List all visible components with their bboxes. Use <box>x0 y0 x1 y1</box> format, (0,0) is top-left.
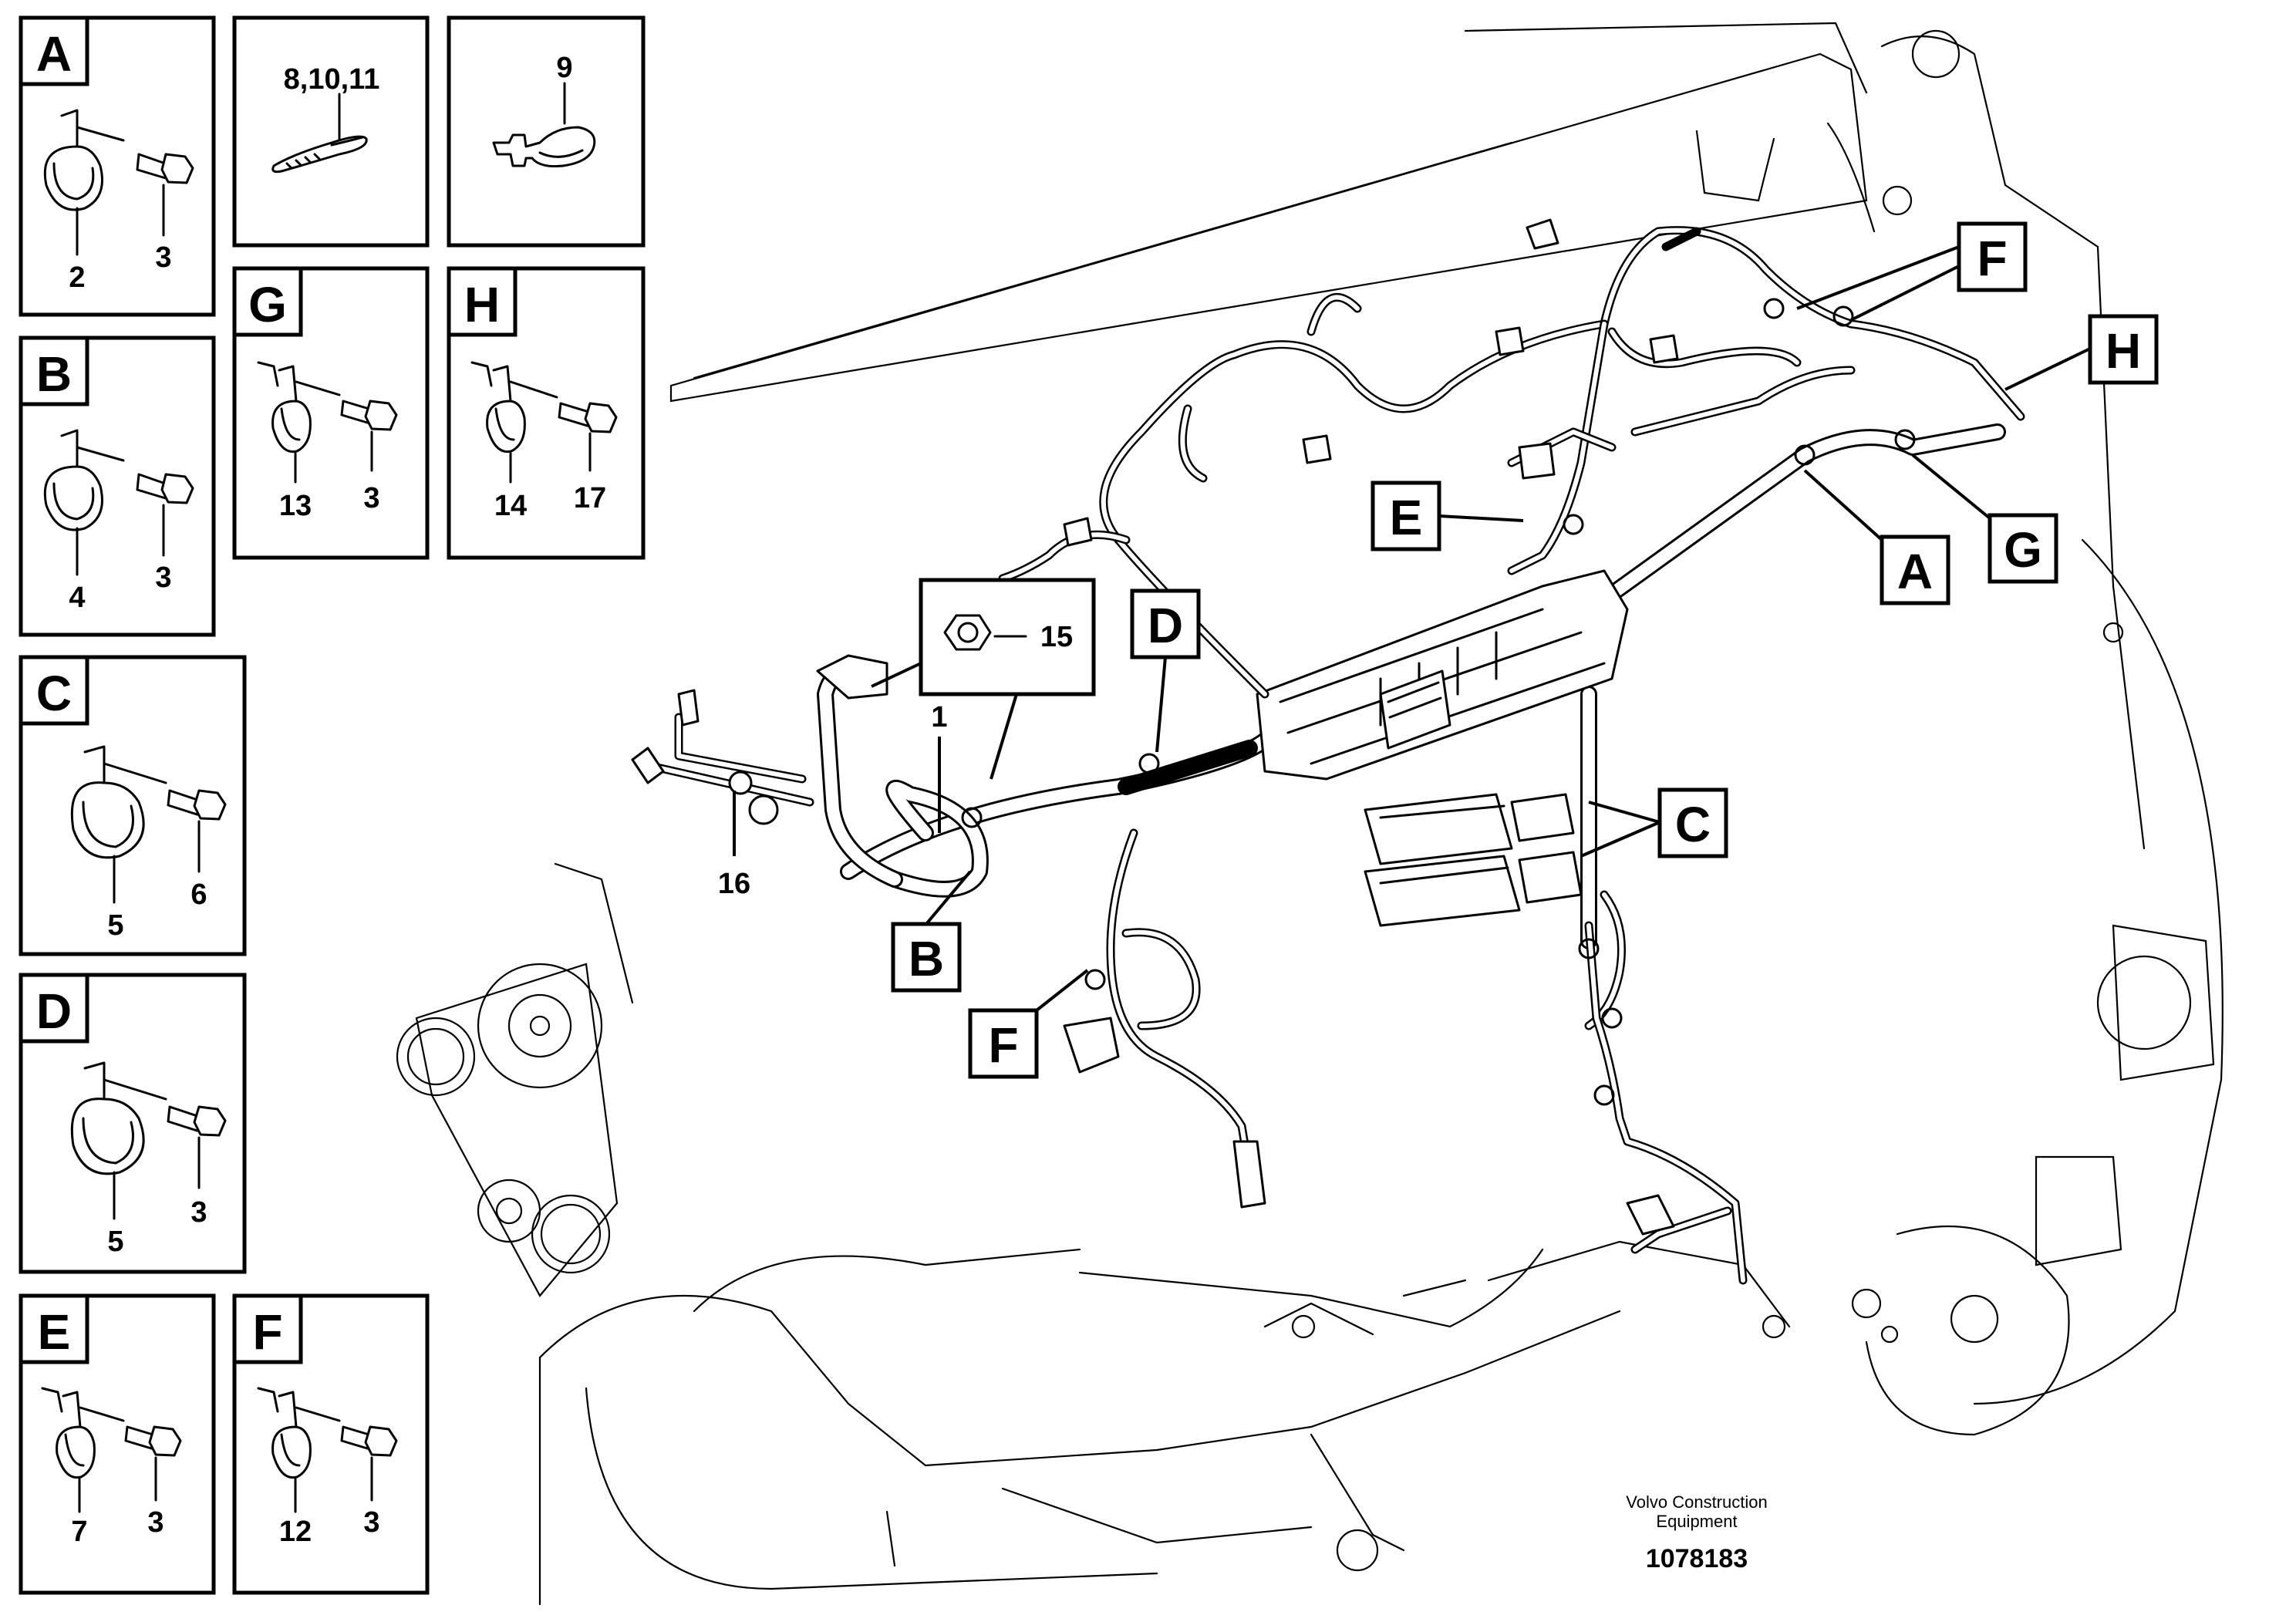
detail-box-d: D 5 3 <box>19 973 247 1274</box>
callout-tag-g: G <box>1911 454 2058 584</box>
detail-box-e: E 7 3 <box>19 1293 216 1595</box>
callout-bracket-16: 16 <box>718 791 750 900</box>
part-number: 3 <box>147 1506 164 1539</box>
clamp-icon <box>43 109 125 211</box>
detail-box-c: C 5 6 <box>19 655 247 956</box>
svg-text:F: F <box>1977 231 2007 286</box>
svg-text:G: G <box>2004 522 2042 578</box>
cable-tie-icon <box>271 135 368 174</box>
ecu-housing <box>1256 569 1629 781</box>
part-number: 3 <box>363 1506 379 1539</box>
callout-harness-1: 1 <box>931 701 948 833</box>
detail-box-g-letter: G <box>248 277 287 332</box>
detail-box-b-letter: B <box>36 346 72 402</box>
callout-tag-f-bottom: F <box>968 969 1089 1079</box>
drawing-number: 1078183 <box>1646 1544 1748 1573</box>
part-number: 12 <box>279 1516 312 1548</box>
detail-box-clip-tie: 9 <box>447 15 646 248</box>
svg-text:A: A <box>1897 544 1933 599</box>
callout-tag-h: H <box>2004 314 2159 391</box>
detail-box-g: G 13 3 <box>232 266 430 560</box>
svg-text:E: E <box>1390 490 1423 545</box>
clip-tie-part-number: 9 <box>556 52 572 84</box>
part-number: 3 <box>190 1196 207 1229</box>
detail-box-f: F 12 3 <box>232 1293 430 1595</box>
part-number: 17 <box>574 482 606 514</box>
part-number-15: 15 <box>1040 621 1073 653</box>
sensor-wires <box>636 226 2025 1285</box>
bolt-icon <box>136 153 194 184</box>
part-number: 5 <box>107 1226 123 1258</box>
part-number: 14 <box>494 490 527 522</box>
part-number: 3 <box>363 482 379 514</box>
callout-tag-c: C <box>1580 787 1728 858</box>
footer: Volvo Construction Equipment 1078183 <box>1626 1492 1767 1573</box>
detail-box-h: H 14 17 <box>447 266 646 560</box>
brand-line-1: Volvo Construction <box>1626 1492 1767 1512</box>
part-number: 5 <box>107 909 123 942</box>
part-number: 4 <box>69 582 85 614</box>
detail-box-e-letter: E <box>38 1304 71 1360</box>
part-number: 2 <box>69 261 85 294</box>
part-number: 13 <box>279 490 312 522</box>
part-number: 7 <box>71 1516 87 1548</box>
detail-box-b: B 4 3 <box>19 336 216 637</box>
svg-text:F: F <box>988 1017 1018 1073</box>
part-number-1: 1 <box>931 701 947 733</box>
engine-outline <box>396 22 2224 1606</box>
detail-box-f-letter: F <box>252 1304 282 1360</box>
callout-tag-e: E <box>1371 481 1524 551</box>
svg-text:B: B <box>909 931 944 986</box>
detail-box-a-letter: A <box>36 26 72 82</box>
detail-box-d-letter: D <box>36 983 72 1039</box>
callout-tag-b: B <box>891 870 972 993</box>
part-number-16: 16 <box>718 868 750 900</box>
cable-tie-part-numbers: 8,10,11 <box>284 63 380 96</box>
svg-text:D: D <box>1148 598 1183 653</box>
part-number: 6 <box>190 878 207 911</box>
detail-box-c-letter: C <box>36 666 72 721</box>
detail-box-a: A 2 3 <box>19 15 216 317</box>
svg-text:H: H <box>2106 323 2141 379</box>
brand-line-2: Equipment <box>1656 1512 1737 1531</box>
svg-text:C: C <box>1675 797 1711 852</box>
part-number: 3 <box>155 561 171 594</box>
part-number: 3 <box>155 241 171 274</box>
detail-box-h-letter: H <box>464 277 500 332</box>
detail-box-cable-tie: 8,10,11 <box>232 15 430 248</box>
clip-tie-icon <box>492 126 596 167</box>
callout-nut: 15 <box>871 578 1096 780</box>
callout-tag-f-top: F <box>1796 221 2028 322</box>
callout-tag-a: A <box>1803 469 1950 605</box>
callout-tag-d: D <box>1130 588 1201 753</box>
